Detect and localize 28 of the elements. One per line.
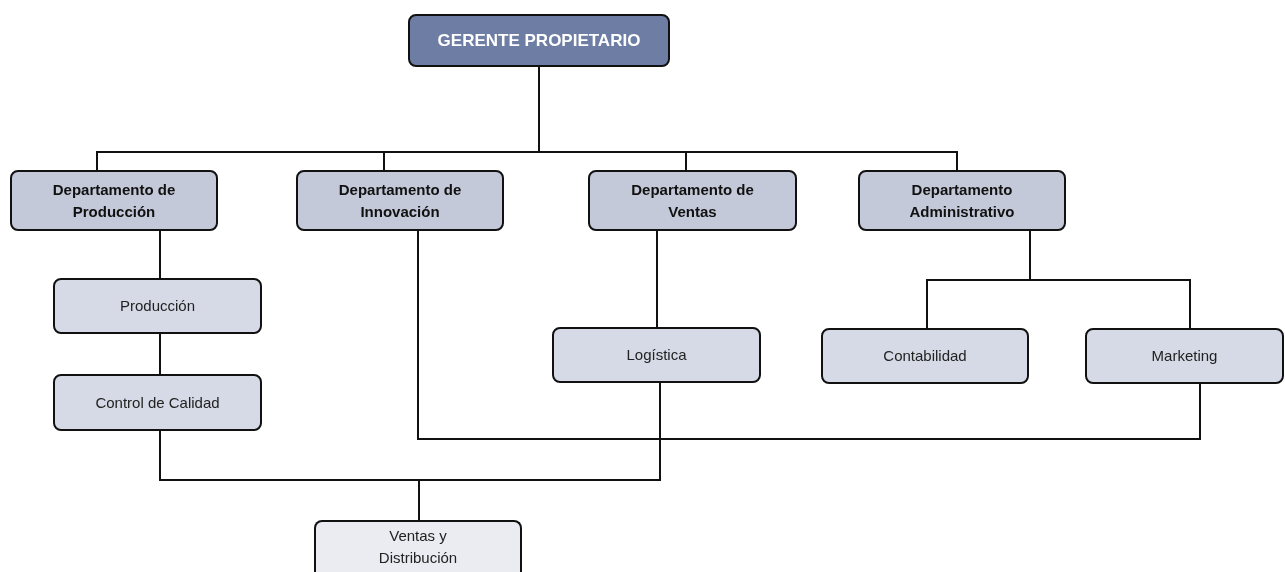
box-label: Logística: [625, 345, 688, 365]
department-box: [858, 170, 1066, 231]
department-box: [10, 170, 218, 231]
box-label: Departamento de Innovación: [337, 179, 463, 222]
box-label: Producción: [118, 296, 196, 316]
connector-line: [417, 230, 1201, 440]
department-box: [588, 170, 797, 231]
unit-box: [53, 278, 262, 334]
department-box: [296, 170, 504, 231]
box-label: Departamento Administrativo: [908, 179, 1016, 222]
box-label: GERENTE PROPIETARIO: [436, 29, 642, 52]
manager-box: [408, 14, 670, 67]
connector-line: [418, 382, 661, 521]
connector-line: [1029, 230, 1191, 329]
connector-line: [159, 333, 161, 375]
box-label: Departamento de Ventas: [630, 179, 755, 222]
unit-box: [53, 374, 262, 431]
box-label: Ventas y Distribución: [377, 526, 459, 568]
box-label: Contabilidad: [882, 346, 968, 366]
connector-line: [656, 230, 658, 328]
box-label: Departamento de Producción: [51, 179, 177, 222]
box-label: Marketing: [1150, 346, 1219, 366]
box-label: Control de Calidad: [94, 392, 221, 413]
unit-box: [314, 520, 522, 572]
unit-box: [821, 328, 1029, 384]
unit-box: [1085, 328, 1284, 384]
unit-box: [552, 327, 761, 383]
connector-line: [159, 230, 161, 279]
